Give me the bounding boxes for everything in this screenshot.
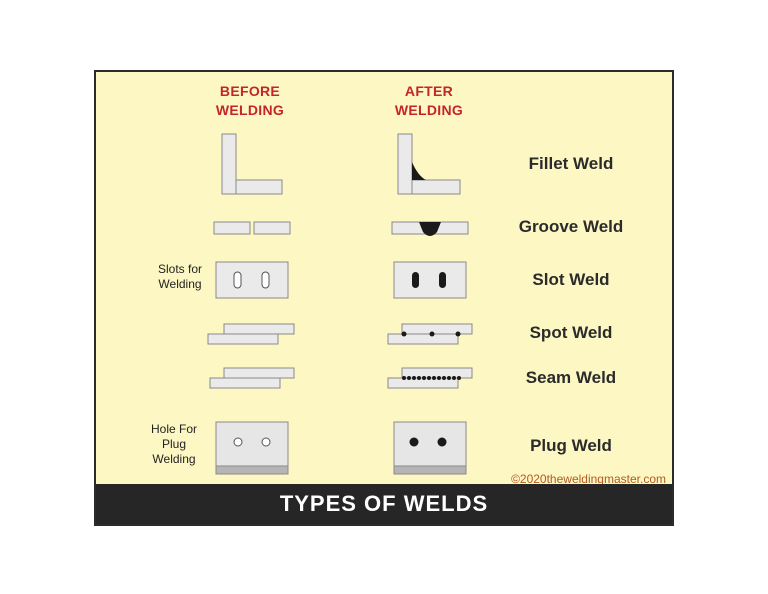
weld-name-seam: Seam Weld [525, 368, 617, 387]
weld-name-fillet: Fillet Weld [528, 154, 614, 173]
weld-name-spot: Spot Weld [529, 323, 613, 342]
groove-before-diagram [213, 221, 291, 235]
slot-before-diagram [215, 261, 289, 299]
footer-title: TYPES OF WELDS [96, 484, 672, 524]
spot-before-diagram [207, 323, 295, 345]
fillet-before-diagram [221, 133, 283, 195]
groove-after-diagram [391, 221, 469, 236]
slots-for-welding-label: Slots for Welding [157, 262, 202, 291]
after-welding-header: AFTER WELDING [394, 83, 464, 118]
fillet-weld-bead [412, 162, 426, 180]
plug-after-diagram [393, 421, 467, 475]
weld-diagrams [207, 133, 473, 475]
hole-for-plug-welding-label: Hole For Plug Welding [150, 422, 197, 466]
weld-name-plug: Plug Weld [530, 436, 612, 455]
groove-weld-bead [419, 222, 441, 236]
weld-name-groove: Groove Weld [518, 217, 624, 236]
welds-poster: BEFORE WELDING AFTER WELDING [94, 70, 674, 526]
copyright-notice: ©2020theweldingmaster.com [511, 472, 666, 486]
slot-after-diagram [393, 261, 467, 299]
seam-after-diagram [387, 367, 473, 389]
plug-before-diagram [215, 421, 289, 475]
weld-name-slot: Slot Weld [532, 270, 610, 289]
before-welding-header: BEFORE WELDING [215, 83, 285, 118]
spot-after-diagram [387, 323, 473, 345]
seam-weld-bead [402, 376, 461, 380]
fillet-after-diagram [397, 133, 461, 195]
seam-before-diagram [209, 367, 295, 389]
